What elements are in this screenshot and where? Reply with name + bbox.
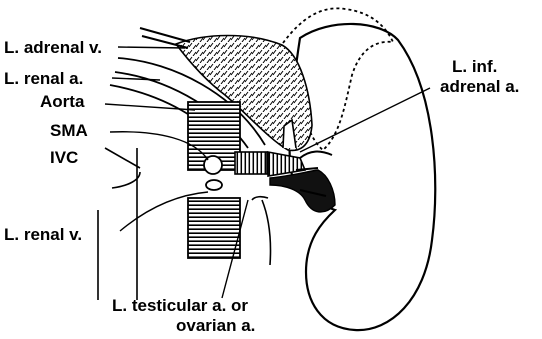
label-testicular-line2: ovarian a. [176,316,255,335]
leader-aorta [105,104,195,110]
label-renal-artery: L. renal a. [4,69,83,88]
testicular-artery [262,200,271,265]
label-adrenal-vein: L. adrenal v. [4,38,102,57]
leader-adrenal-vein [118,47,185,48]
label-testicular-line1: L. testicular a. or [112,296,248,315]
label-inf-adrenal-line2: adrenal a. [440,77,519,96]
renal-artery-segment [235,152,267,174]
sma-stump [206,180,222,190]
adrenal-vein [140,28,190,42]
leader-renal-artery [112,78,160,80]
renal-vein-curve [252,197,268,200]
label-renal-vein: L. renal v. [4,225,82,244]
aorta-lower [188,198,240,258]
label-ivc: IVC [50,148,78,167]
label-aorta: Aorta [40,92,85,111]
label-inf-adrenal-line1: L. inf. [452,57,497,76]
ivc-outline [98,148,140,300]
label-sma: SMA [50,121,88,140]
